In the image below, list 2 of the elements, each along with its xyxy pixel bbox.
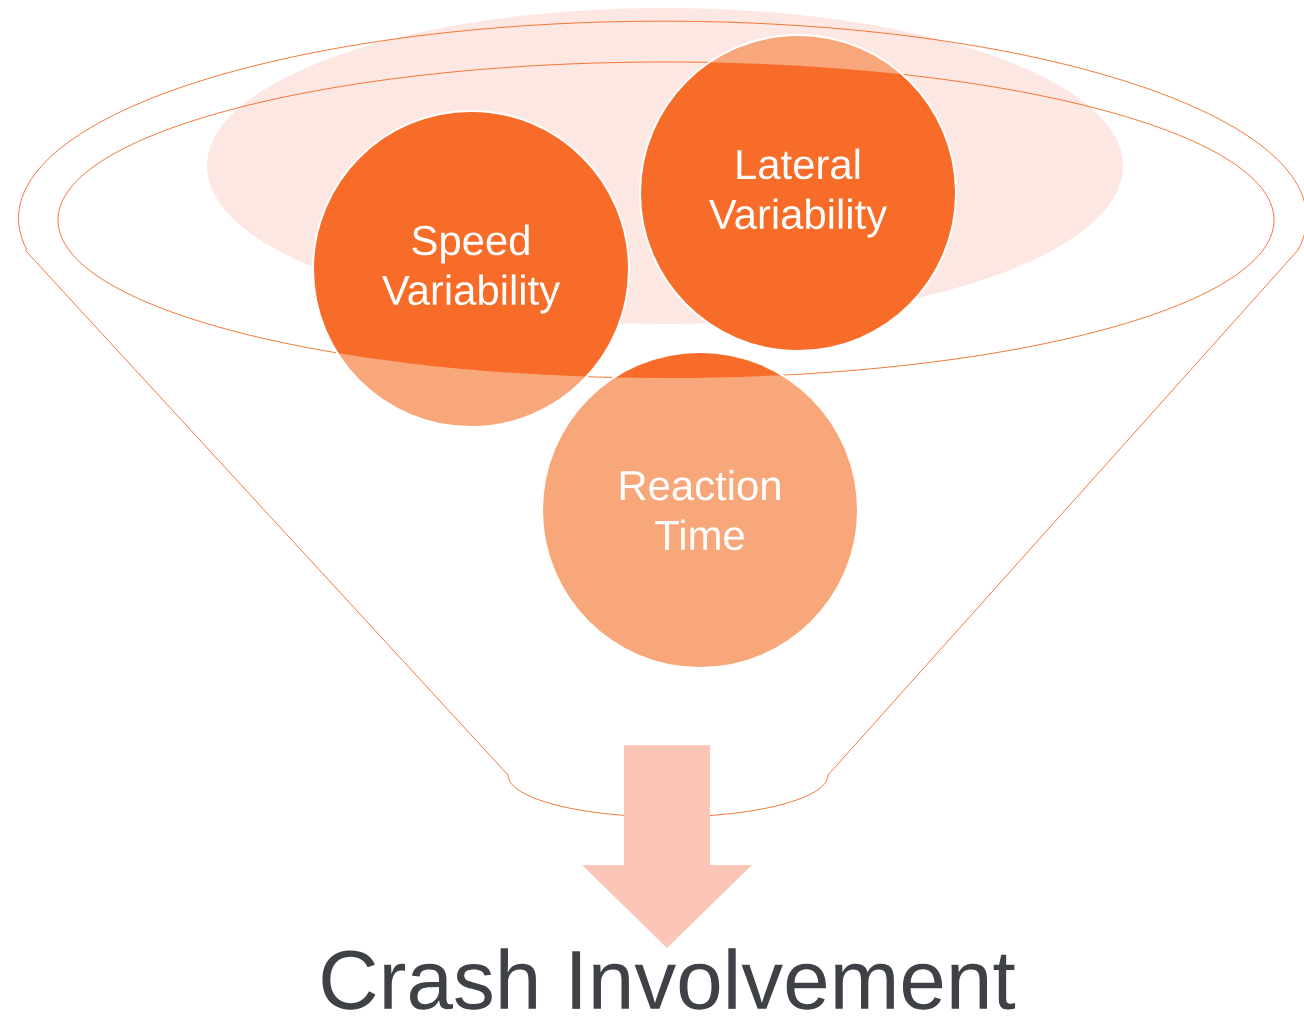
result-text: Crash Involvement: [322, 948, 1016, 1010]
block-arrow: [582, 745, 752, 948]
